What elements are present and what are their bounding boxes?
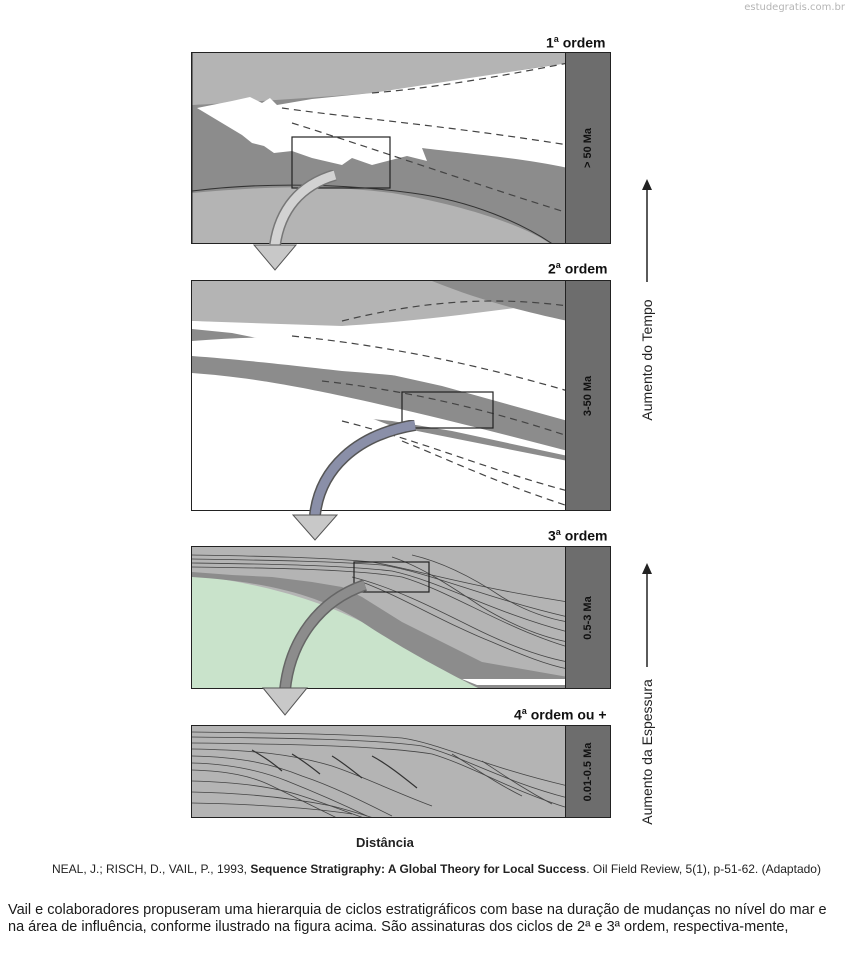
watermark: estudegratis.com.br: [744, 2, 845, 13]
curved-arrow-2: [291, 420, 417, 541]
panel-3-diagram: [192, 547, 610, 688]
panel-1-diagram: [192, 53, 610, 243]
time-axis-label: Aumento do Tempo: [639, 299, 655, 421]
thickness-axis-label: Aumento da Espessura: [639, 679, 655, 825]
duration-bar-3: 0.5-3 Ma: [565, 547, 610, 688]
question-paragraph: Vail e colaboradores propuseram uma hier…: [8, 902, 827, 935]
panel-3-title: 3a ordem: [548, 527, 608, 544]
duration-bar-1: > 50 Ma: [565, 53, 610, 243]
citation: NEAL, J.; RISCH, D., VAIL, P., 1993, Seq…: [52, 862, 821, 876]
panel-1st-order: > 50 Ma: [191, 52, 611, 244]
panel-3rd-order: 0.5-3 Ma: [191, 546, 611, 689]
time-arrow-icon: [642, 179, 652, 282]
duration-bar-4: 0.01-0.5 Ma: [565, 726, 610, 817]
x-axis-label: Distância: [356, 835, 414, 850]
panel-4-diagram: [192, 726, 610, 817]
panel-2-diagram: [192, 281, 610, 510]
panel-2-title: 2a ordem: [548, 260, 608, 277]
duration-bar-2: 3-50 Ma: [565, 281, 610, 510]
panel-4-title: 4a ordem ou +: [514, 706, 607, 723]
thickness-arrow-icon: [642, 563, 652, 667]
curved-arrow-3: [261, 580, 368, 716]
curved-arrow-1: [252, 170, 337, 271]
panel-4th-order: 0.01-0.5 Ma: [191, 725, 611, 818]
panel-2nd-order: 3-50 Ma: [191, 280, 611, 511]
panel-1-title: 1a ordem: [546, 34, 606, 51]
